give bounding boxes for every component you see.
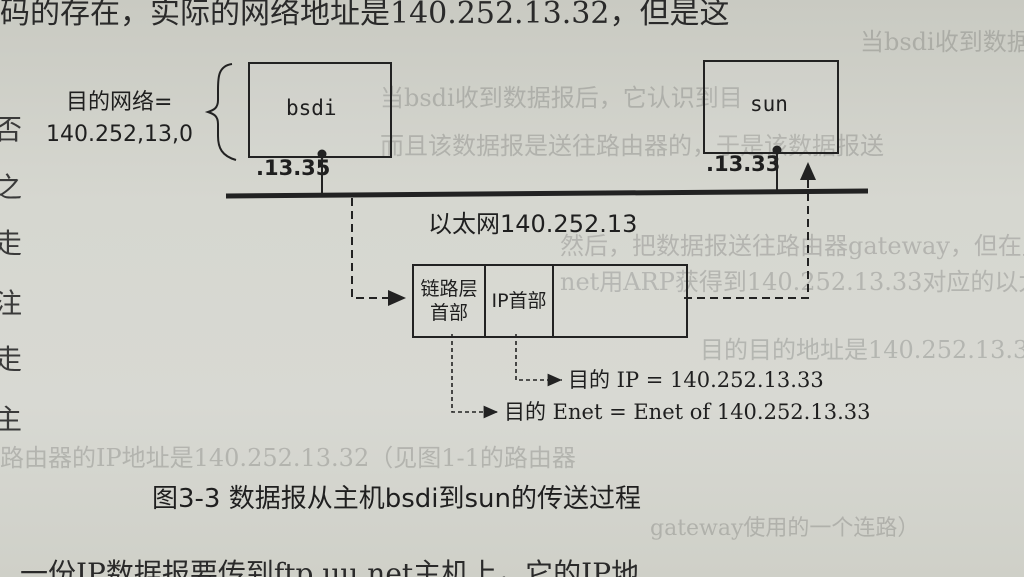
margin-char-2: 之 [0, 171, 23, 204]
bleed-text-2: 当bsdi收到数据报后，它认识到目 [380, 84, 743, 112]
dashed-path-sun [684, 162, 816, 299]
margin-char-5: 走 [0, 343, 23, 376]
leader-dest-enet [451, 334, 498, 419]
bleed-text-1: 当bsdi收到数据报后，它认识到目 [860, 28, 1024, 56]
margin-char-6: 主 [0, 403, 23, 436]
host-address-bsdi: .13.35 [256, 156, 331, 180]
dest-enet-annotation: 目的 Enet = Enet of 140.252.13.33 [504, 400, 871, 424]
dest-network-label: 目的网络= [66, 90, 173, 115]
leader-dest-ip [515, 334, 562, 387]
bleed-text-8: gateway使用的一个连路） [650, 516, 920, 541]
bleed-text-4: 然后，把数据报送往路由器gateway，但在此 [560, 232, 1024, 260]
bottom-body-text: 一份IP数据报要传到ftp.uu.net主机上，它的IP地 [20, 557, 640, 577]
host-name-sun: sun [750, 92, 788, 116]
frame-data [554, 266, 686, 336]
dashed-path-bsdi [351, 198, 406, 306]
ethernet-bus [225, 188, 869, 199]
margin-char-3: 走 [0, 227, 23, 260]
ethernet-label: 以太网140.252.13 [428, 210, 638, 238]
frame-ip-header: IP首部 [486, 266, 554, 336]
datagram-frame: 链路层首部 IP首部 [412, 264, 688, 338]
figure-caption: 图3-3 数据报从主机bsdi到sun的传送过程 [152, 484, 642, 514]
host-address-sun: .13.33 [706, 152, 781, 176]
bleed-text-5: net用ARP获得到140.252.13.33对应的以太网地址 [560, 268, 1024, 296]
margin-char-4: 注 [0, 287, 23, 320]
margin-char-1: 否 [0, 113, 23, 146]
frame-link-header: 链路层首部 [414, 266, 486, 336]
bleed-text-7: 路由器的IP地址是140.252.13.32（见图1-1的路由器 [0, 444, 576, 472]
host-box-sun [703, 60, 839, 154]
bsdi-interface-dot [317, 149, 327, 159]
dest-ip-annotation: 目的 IP = 140.252.13.33 [568, 368, 824, 392]
host-name-bsdi: bsdi [286, 96, 337, 120]
sun-interface-dot [772, 145, 782, 155]
top-body-text: 码的存在，实际的网络地址是140.252.13.32，但是这 [0, 0, 730, 31]
bleed-text-3: 而且该数据报是送往路由器的，于是该数据报送 [380, 132, 884, 160]
dest-network-value: 140.252,13,0 [46, 122, 193, 147]
bleed-text-6: 目的目的地址是140.252.13.33这个主机 [700, 336, 1024, 364]
brace-shape [204, 63, 237, 161]
